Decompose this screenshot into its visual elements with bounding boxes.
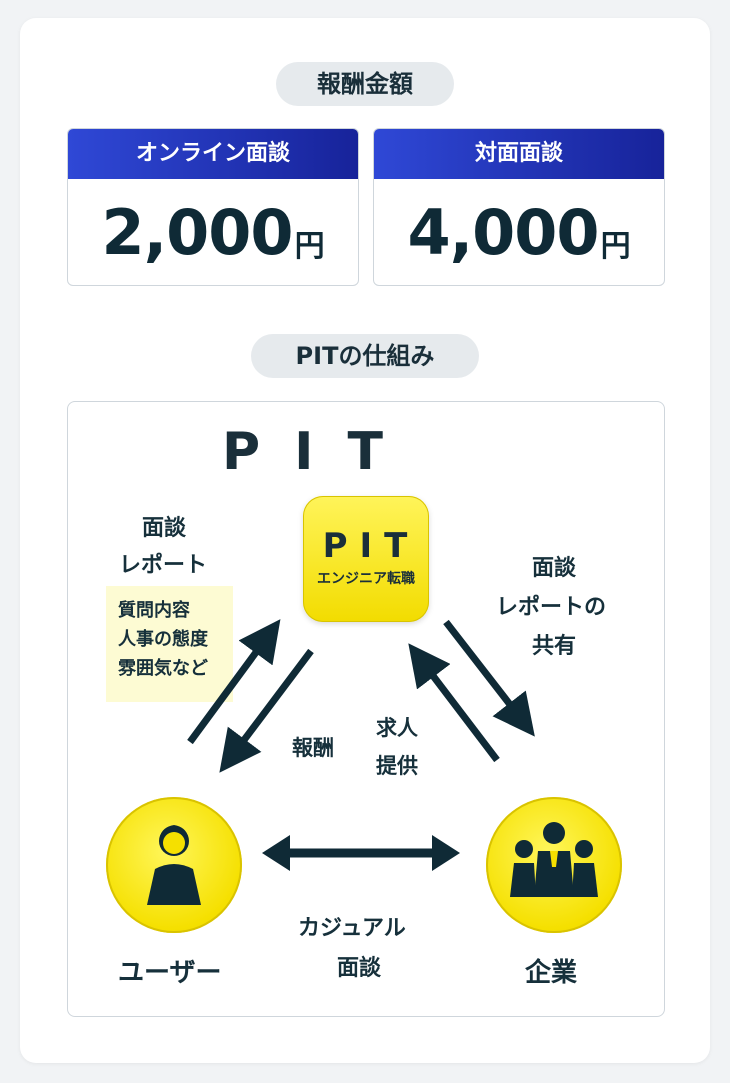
company-label: 企業	[525, 958, 578, 988]
arrow-head-right	[432, 835, 460, 871]
company-circle	[486, 797, 622, 933]
inperson-price-amount: 4,000	[407, 195, 599, 269]
arrow-pit-to-user	[219, 648, 314, 773]
note-line-2: 人事の態度	[118, 629, 208, 650]
note-line-1: 質問内容	[118, 600, 190, 621]
inperson-price-unit: 円	[600, 229, 631, 264]
right-label-line3: 共有	[532, 634, 577, 659]
note-line-3: 雰囲気など	[118, 658, 208, 679]
business-group-icon	[510, 822, 598, 897]
pricing-title: 報酬金額	[276, 62, 454, 106]
mechanism-title: PITの仕組み	[251, 334, 479, 378]
arrow-company-to-pit	[408, 643, 500, 763]
job-label-line2: 提供	[376, 754, 418, 778]
person-icon	[147, 825, 201, 905]
inperson-price-card: 対面面談 4,000 円	[373, 128, 665, 286]
casual-label-line2: 面談	[337, 956, 382, 981]
arrow-pit-to-company	[443, 619, 535, 737]
job-label-line1: 求人	[376, 716, 418, 740]
online-price-label: オンライン面談	[68, 129, 358, 179]
right-label-line2: レポートの	[496, 595, 607, 620]
online-price-unit: 円	[294, 229, 325, 264]
right-label-line1: 面談	[532, 556, 577, 581]
online-price-amount: 2,000	[101, 195, 293, 269]
user-label: ユーザー	[118, 958, 222, 988]
left-label-line2: レポート	[119, 553, 208, 578]
inperson-price-label: 対面面談	[374, 129, 664, 179]
app-icon-title: PIT	[322, 526, 420, 566]
online-price-card: オンライン面談 2,000 円	[67, 128, 359, 286]
left-label-line1: 面談	[142, 516, 187, 541]
casual-label-line1: カジュアル	[298, 916, 406, 941]
user-circle	[106, 797, 242, 933]
app-icon-subtitle: エンジニア転職	[317, 571, 415, 587]
arrow-head-left	[262, 835, 290, 871]
pit-logo: PIT	[222, 422, 417, 482]
pit-app-icon: PIT エンジニア転職	[303, 496, 429, 622]
interview-report-note: 質問内容 人事の態度 雰囲気など	[106, 586, 233, 702]
reward-label: 報酬	[292, 736, 334, 760]
arrow-user-to-pit	[187, 619, 281, 745]
